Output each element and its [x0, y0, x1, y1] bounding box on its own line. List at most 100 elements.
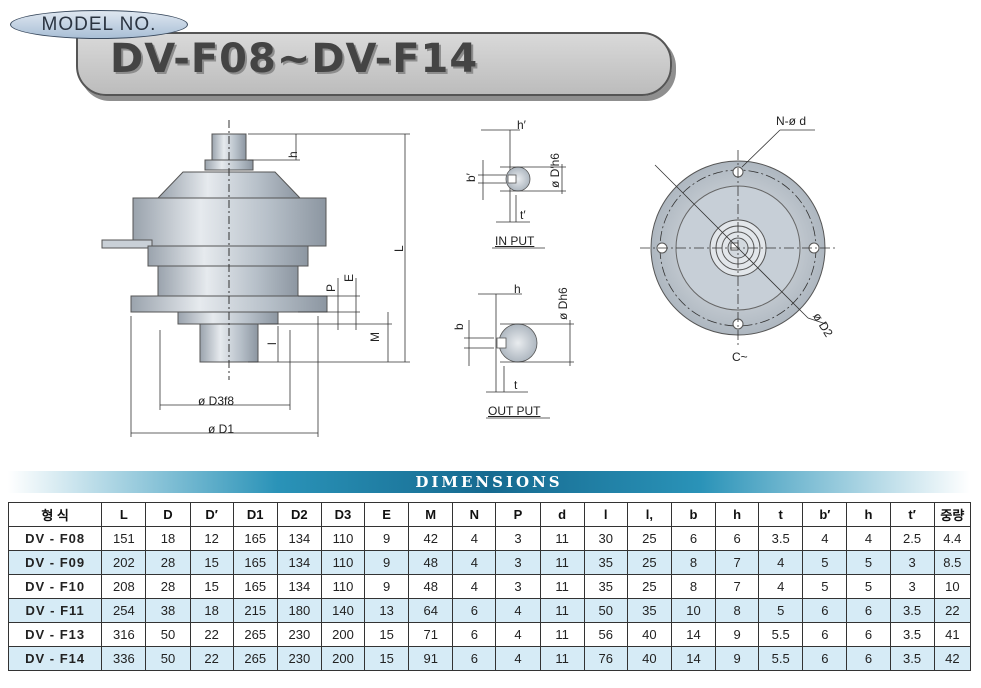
col-header: l, — [626, 502, 672, 527]
technical-drawing — [101, 120, 836, 437]
table-cell: 200 — [320, 622, 366, 647]
table-cell: 4 — [452, 574, 497, 599]
col-header: 형 식 — [7, 502, 103, 527]
table-cell: 134 — [276, 550, 322, 575]
table-cell: 11 — [539, 622, 585, 647]
label-d-output: ø Dh6 — [556, 287, 570, 320]
table-cell: 8 — [715, 598, 760, 623]
table-cell: 5 — [758, 598, 804, 623]
table-cell: 5 — [802, 574, 848, 599]
model-cell: DV - F08 — [7, 526, 103, 551]
label-L: L — [392, 245, 406, 252]
table-cell: 215 — [232, 598, 278, 623]
table-cell: 6 — [802, 622, 848, 647]
table-cell: 4 — [452, 550, 497, 575]
table-cell: 5 — [802, 550, 848, 575]
label-l: l — [265, 342, 279, 345]
table-cell: 50 — [583, 598, 628, 623]
table-cell: 48 — [408, 574, 454, 599]
table-cell: 11 — [539, 526, 585, 551]
table-cell: 6 — [846, 622, 891, 647]
table-cell: 3 — [889, 550, 935, 575]
title-banner — [76, 32, 672, 96]
table-cell: 4 — [452, 526, 497, 551]
table-cell: 11 — [539, 646, 585, 671]
table-cell: 25 — [626, 526, 672, 551]
table-cell: 40 — [626, 622, 672, 647]
table-cell: 165 — [232, 574, 278, 599]
table-header-row: 형 식 L D D′ D1 D2 D3 E M N P d l l, b h t… — [7, 502, 972, 527]
table-cell: 4 — [758, 574, 804, 599]
col-header: D2 — [276, 502, 322, 527]
table-cell: 11 — [539, 550, 585, 575]
table-cell: 6 — [670, 526, 717, 551]
table-cell: 4 — [802, 526, 848, 551]
table-cell: 11 — [539, 598, 585, 623]
label-t-prime: t′ — [520, 208, 526, 222]
model-number-badge: MODEL NO. — [10, 10, 188, 39]
col-header: h — [846, 502, 891, 527]
table-cell: 134 — [276, 526, 322, 551]
model-number-label: MODEL NO. — [41, 13, 157, 35]
table-cell: 35 — [583, 550, 628, 575]
table-cell: 6 — [452, 622, 497, 647]
table-cell: 8 — [670, 550, 717, 575]
table-cell: 134 — [276, 574, 322, 599]
table-cell: 91 — [408, 646, 454, 671]
table-cell: 22 — [189, 646, 234, 671]
label-h-prime: h′ — [517, 118, 526, 132]
table-cell: 110 — [320, 526, 366, 551]
label-d1: ø D1 — [208, 422, 235, 436]
label-h-shaft: h — [286, 151, 300, 158]
table-cell: 50 — [145, 622, 191, 647]
table-cell: 35 — [626, 598, 672, 623]
table-cell: 11 — [539, 574, 585, 599]
label-d3: ø D3f8 — [198, 394, 235, 408]
table-cell: 140 — [320, 598, 366, 623]
table-cell: 50 — [145, 646, 191, 671]
label-b-prime: b′ — [464, 173, 478, 182]
label-h-output: h — [514, 282, 521, 296]
table-cell: 6 — [452, 598, 497, 623]
table-cell: 200 — [320, 646, 366, 671]
table-cell: 180 — [276, 598, 322, 623]
flange-view — [640, 129, 836, 346]
table-cell: 4 — [495, 622, 541, 647]
label-d-prime: ø D′h6 — [548, 153, 562, 188]
table-cell: 3.5 — [889, 598, 935, 623]
table-cell: 202 — [101, 550, 147, 575]
lower-housing — [157, 265, 299, 297]
table-cell: 22 — [933, 598, 972, 623]
table-cell: 6 — [802, 646, 848, 671]
table-cell: 165 — [232, 550, 278, 575]
table-cell: 5.5 — [758, 622, 804, 647]
dimensions-header: DIMENSIONS — [8, 471, 970, 493]
col-header: d — [539, 502, 585, 527]
table-cell: 5 — [846, 574, 891, 599]
table-cell: 316 — [101, 622, 147, 647]
label-b-output: b — [452, 323, 466, 330]
model-cell: DV - F10 — [7, 574, 103, 599]
side-tab — [101, 239, 153, 249]
col-header: b — [670, 502, 717, 527]
table-cell: 6 — [715, 526, 760, 551]
table-cell: 64 — [408, 598, 454, 623]
col-header: E — [364, 502, 410, 527]
table-cell: 110 — [320, 550, 366, 575]
table-cell: 3.5 — [889, 622, 935, 647]
model-cell: DV - F13 — [7, 622, 103, 647]
table-cell: 7 — [715, 574, 760, 599]
table-cell: 8.5 — [933, 550, 972, 575]
table-cell: 6 — [802, 598, 848, 623]
table-cell: 56 — [583, 622, 628, 647]
table-cell: 5 — [846, 550, 891, 575]
col-header: b′ — [802, 502, 848, 527]
label-c: C~ — [732, 350, 748, 364]
table-cell: 28 — [145, 550, 191, 575]
table-cell: 265 — [232, 646, 278, 671]
model-cell: DV - F14 — [7, 646, 103, 671]
